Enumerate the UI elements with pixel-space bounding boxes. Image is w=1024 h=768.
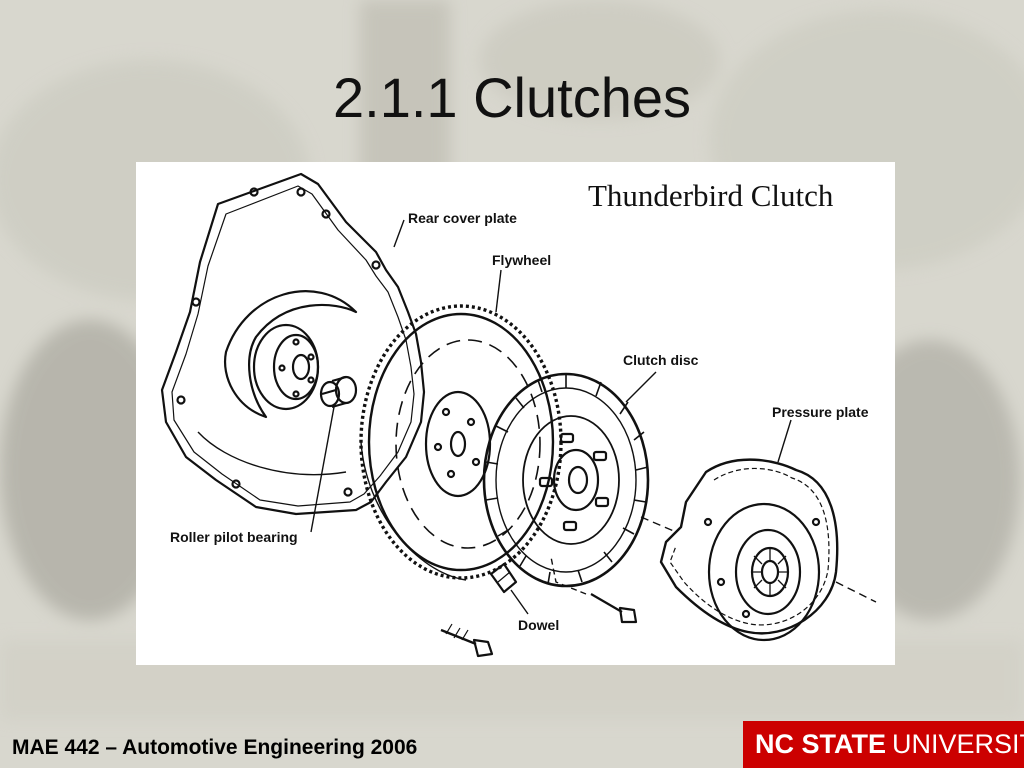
label-clutch-disc: Clutch disc	[623, 352, 699, 368]
clutch-disc-drawing	[482, 372, 650, 588]
slide-title: 2.1.1 Clutches	[333, 66, 691, 129]
dowel-drawing	[489, 562, 518, 594]
figure-title: Thunderbird Clutch	[588, 178, 834, 213]
label-flywheel: Flywheel	[492, 252, 552, 268]
leader-lines	[310, 219, 877, 615]
bolts-drawing	[440, 593, 638, 658]
roller-pilot-bearing-drawing	[319, 375, 358, 409]
label-pressure-plate: Pressure plate	[772, 404, 869, 420]
nc-state-university-logo: NC STATE UNIVERSITY	[743, 721, 1024, 768]
logo-university: UNIVERSITY	[892, 729, 1024, 759]
label-roller-pilot-bearing: Roller pilot bearing	[170, 529, 298, 545]
label-dowel: Dowel	[518, 617, 560, 633]
rear-cover-plate-drawing	[160, 172, 426, 516]
label-rear-cover-plate: Rear cover plate	[408, 210, 517, 226]
clutch-diagram: Thunderbird Clutch Rear cover plate Flyw…	[136, 162, 895, 665]
clutch-exploded-drawing	[160, 172, 877, 658]
logo-nc-state: NC STATE	[755, 729, 886, 759]
pressure-plate-drawing	[659, 458, 839, 642]
footer-course-title: MAE 442 – Automotive Engineering 2006	[12, 736, 418, 759]
